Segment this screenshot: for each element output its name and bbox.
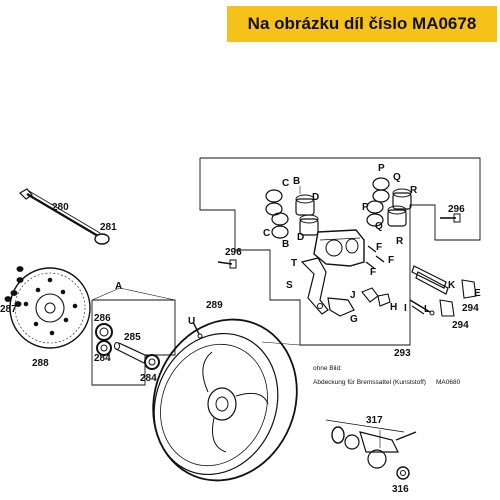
caliper-bracket (300, 257, 329, 315)
label-317: 317 (366, 415, 383, 426)
brake-lever-detail (325, 419, 417, 469)
label-284-right: 284 (140, 373, 157, 384)
label-E: E (474, 288, 481, 299)
caliper-body (313, 229, 365, 267)
label-293: 293 (394, 348, 411, 359)
brake-disc (9, 267, 91, 349)
label-P-top: P (378, 163, 385, 174)
caliper-kit-outline (199, 157, 481, 346)
label-Q-top: Q (393, 172, 401, 183)
label-294-right: 294 (462, 303, 479, 314)
label-287: 287 (0, 304, 17, 315)
label-H: H (390, 302, 397, 313)
note-text: Abdeckung für Bremssattel (Kunststoff) (313, 379, 426, 386)
label-I: I (404, 303, 407, 314)
piston-set-right (366, 177, 412, 227)
label-R-top: R (410, 185, 418, 196)
label-K: K (448, 280, 456, 291)
leader-lines (91, 186, 406, 448)
label-P-bottom: P (362, 202, 369, 213)
bearing-284-left (96, 340, 112, 356)
bolt-296-upper (440, 213, 461, 223)
pad-clips (361, 287, 391, 307)
note-title: ohne Bild: (313, 365, 342, 372)
banner-title: Na obrázku díl číslo MA0678 (247, 14, 477, 33)
label-F-1: F (376, 242, 382, 253)
bleed-screws (365, 245, 385, 269)
spacer-tube (114, 342, 148, 364)
label-L: L (424, 304, 430, 315)
label-B-bottom: B (282, 239, 289, 250)
seal-286 (95, 323, 113, 341)
label-J: J (350, 290, 356, 301)
piston-set-left (265, 189, 319, 239)
axle-nut (94, 233, 110, 245)
label-R-bottom: R (396, 236, 404, 247)
label-D-bottom: D (297, 232, 304, 243)
screws-294 (439, 279, 477, 317)
bearing-284-right (144, 354, 160, 370)
nut-316 (396, 466, 410, 480)
label-285: 285 (124, 332, 141, 343)
label-C-bottom: C (263, 228, 270, 239)
label-296-lower: 296 (225, 247, 242, 258)
bolt-296-lower (217, 259, 237, 269)
label-F-2: F (388, 255, 394, 266)
label-Q-bottom: Q (375, 221, 383, 232)
label-F-3: F (370, 267, 376, 278)
label-289: 289 (206, 300, 223, 311)
wheel-assembly (152, 318, 298, 482)
label-288: 288 (32, 358, 49, 369)
axle-bolt (19, 188, 101, 237)
label-296-upper: 296 (448, 204, 465, 215)
label-C-top: C (282, 178, 289, 189)
label-G: G (350, 314, 358, 325)
label-294-left: 294 (452, 320, 469, 331)
label-D-top: D (312, 192, 319, 203)
brake-pads (411, 265, 449, 295)
label-A: A (115, 281, 122, 292)
disc-bolts (4, 266, 24, 307)
note-part-ref: MA0680 (436, 379, 461, 386)
label-286: 286 (94, 313, 111, 324)
part-number-banner: Na obrázku díl číslo MA0678 (227, 6, 497, 42)
label-316: 316 (392, 484, 409, 495)
tyre-valve (192, 321, 203, 339)
label-281: 281 (100, 222, 117, 233)
label-S: S (286, 280, 293, 291)
label-284-left: 284 (94, 353, 111, 364)
label-B-top: B (293, 176, 300, 187)
label-U: U (188, 316, 195, 327)
pad-spring (327, 297, 355, 317)
pad-pins (409, 299, 435, 316)
label-280: 280 (52, 202, 69, 213)
label-T: T (291, 258, 297, 269)
